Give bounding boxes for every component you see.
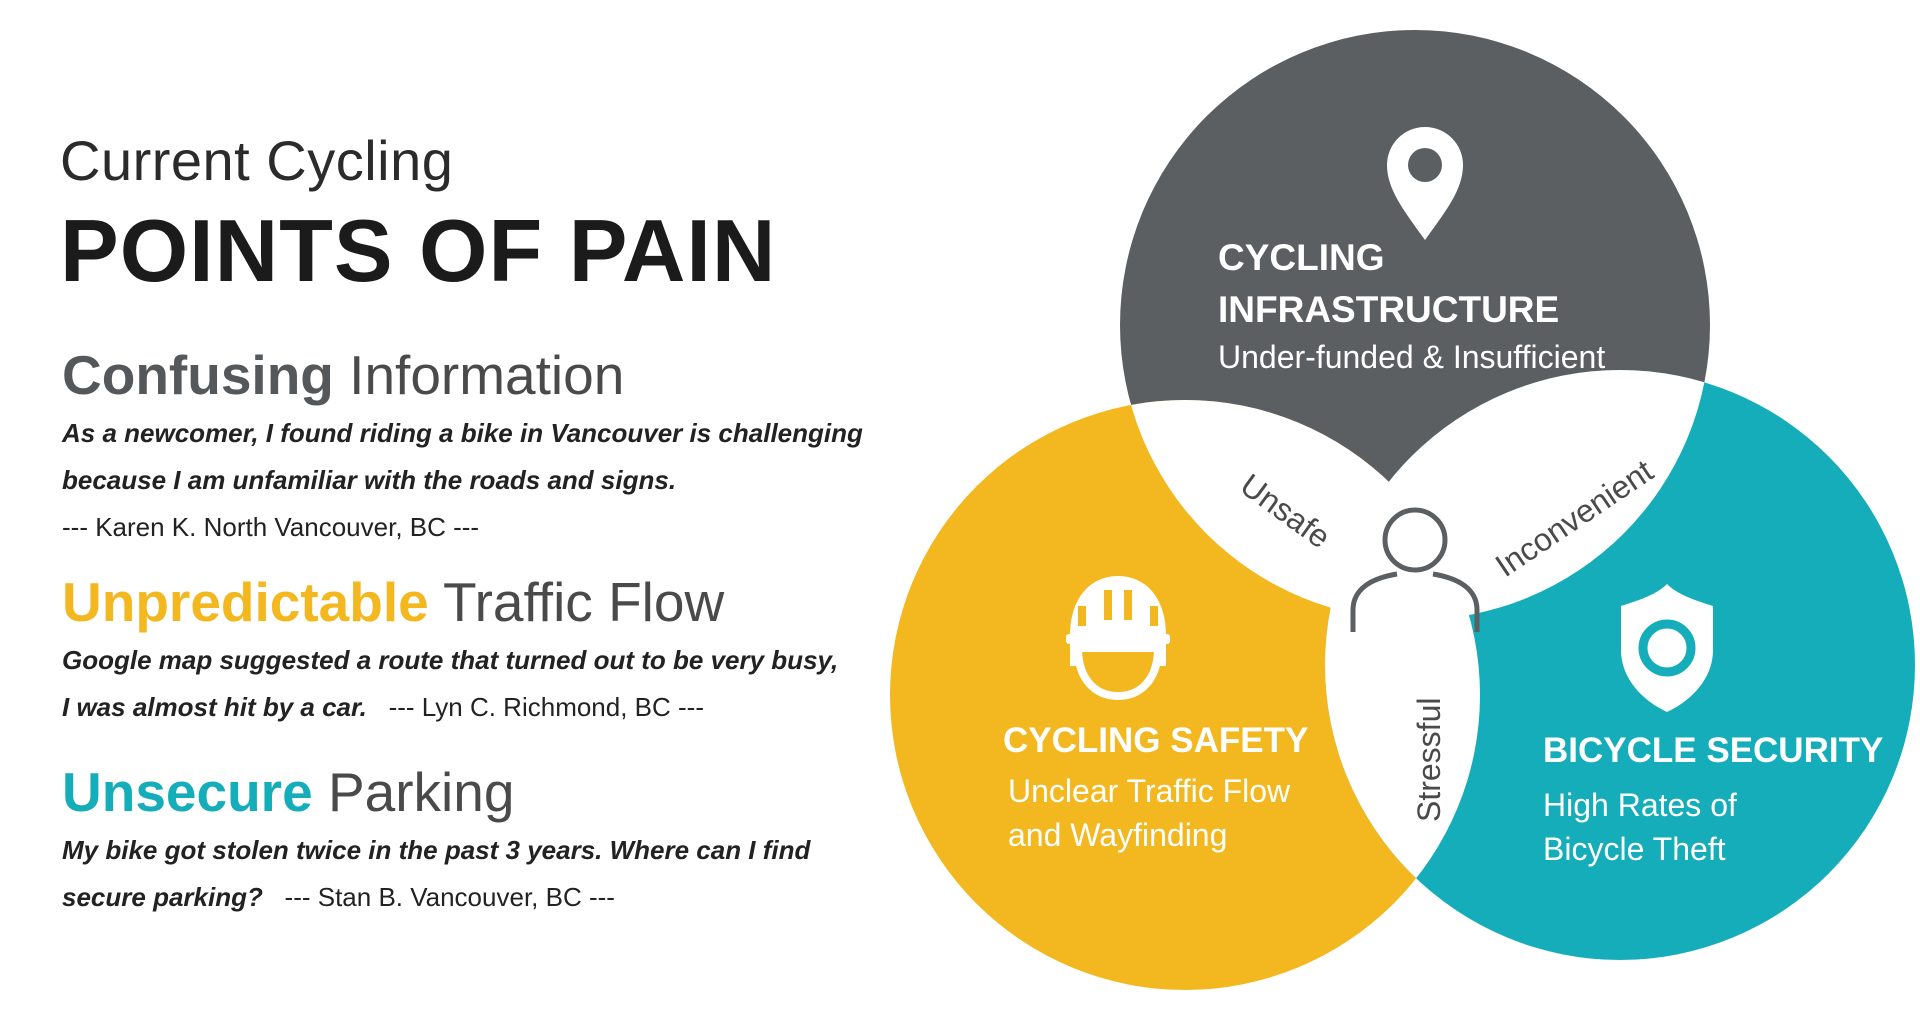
overlap-label-stressful: Stressful [1411,698,1447,822]
quote-line: because I am unfamiliar with the roads a… [62,464,677,495]
pain-heading: Unsecure Parking [62,762,962,823]
quote-line: My bike got stolen twice in the past 3 y… [62,834,811,865]
pain-quote: Google map suggested a route that turned… [62,637,962,731]
safety-subtitle: Unclear Traffic Flow [1008,773,1291,809]
security-subtitle: Bicycle Theft [1543,831,1726,867]
map-pin-icon [1387,127,1463,240]
pain-quote: My bike got stolen twice in the past 3 y… [62,827,962,921]
quote-line-text: secure parking? [62,881,263,912]
quote-line: I was almost hit by a car. --- Lyn C. Ri… [62,684,962,731]
pain-point-confusing: Confusing Information As a newcomer, I f… [62,345,962,551]
quote-line: secure parking? --- Stan B. Vancouver, B… [62,874,962,921]
pain-point-unpredictable: Unpredictable Traffic Flow Google map su… [62,572,962,731]
left-panel: Current Cycling POINTS OF PAIN Confusing… [60,129,962,921]
quote-line: Google map suggested a route that turned… [62,644,839,675]
pain-heading-rest: Traffic Flow [428,571,725,633]
person-icon [1350,507,1480,632]
shield-icon [1621,584,1713,712]
pain-keyword: Confusing [62,344,334,406]
pain-heading: Unpredictable Traffic Flow [62,572,962,633]
quote-attribution: --- Karen K. North Vancouver, BC --- [62,511,480,542]
pain-keyword: Unpredictable [62,571,429,633]
infrastructure-title: CYCLING [1218,237,1385,278]
infrastructure-title: INFRASTRUCTURE [1218,289,1559,330]
quote-line: As a newcomer, I found riding a bike in … [62,417,863,448]
pain-quote: As a newcomer, I found riding a bike in … [62,410,962,551]
pain-heading: Confusing Information [62,345,962,406]
safety-subtitle: and Wayfinding [1008,817,1227,853]
security-subtitle: High Rates of [1543,787,1737,823]
pain-point-unsecure: Unsecure Parking My bike got stolen twic… [62,762,962,921]
quote-attribution: --- Lyn C. Richmond, BC --- [388,691,704,722]
helmet-icon [1066,576,1170,701]
security-title: BICYCLE SECURITY [1543,731,1883,770]
pain-heading-rest: Information [333,344,625,406]
quote-attribution: --- Stan B. Vancouver, BC --- [284,881,615,912]
infrastructure-subtitle: Under-funded & Insufficient [1218,339,1605,375]
pain-keyword: Unsecure [62,761,313,823]
pain-heading-rest: Parking [312,761,515,823]
quote-line-text: I was almost hit by a car. [62,691,367,722]
safety-title: CYCLING SAFETY [1003,721,1308,760]
page-title: POINTS OF PAIN [60,201,777,300]
page-kicker: Current Cycling [60,129,454,192]
